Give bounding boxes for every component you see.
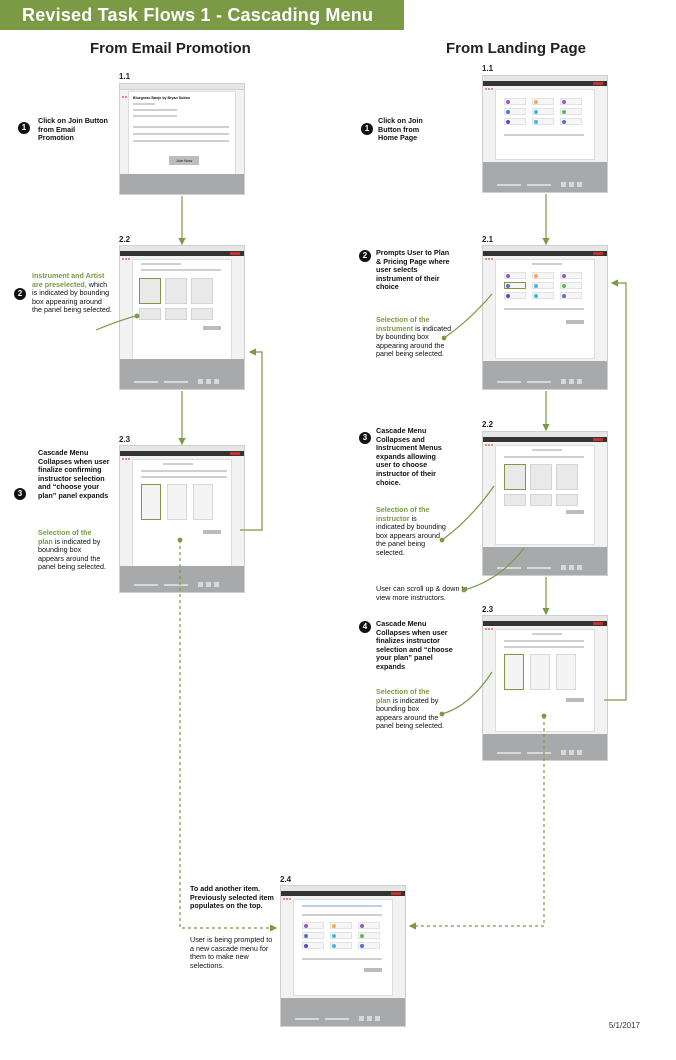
step-body-right-2: is indicated by bounding box appearing a… bbox=[376, 323, 452, 359]
step-number-left-1: 1 bbox=[18, 122, 30, 134]
title-banner: Revised Task Flows 1 - Cascading Menu bbox=[0, 0, 404, 30]
wireframe-plan-pricing bbox=[482, 245, 608, 390]
step-highlight-right-4: Selection of the plan bbox=[376, 687, 430, 705]
step-text-bottom: To add another item. Previously selected… bbox=[190, 884, 274, 911]
return-arrow-right bbox=[604, 279, 627, 701]
step-highlight-left-2: Instrument and Artist are preselected, bbox=[32, 271, 105, 289]
screen-label-left-2-3: 2.3 bbox=[119, 435, 131, 444]
screen-label-right-2-1: 2.1 bbox=[482, 235, 494, 244]
scroll-note-right-3: User can scroll up & down to view more i… bbox=[376, 584, 468, 602]
screen-label-right-1-1: 1.1 bbox=[482, 64, 494, 73]
wireframe-choose-plan-right bbox=[482, 615, 608, 761]
callout-dot-left-2 bbox=[134, 313, 140, 319]
step-text-right-3: Cascade Menu Collapses and Instrucment M… bbox=[376, 426, 442, 487]
screen-label-right-2-2: 2.2 bbox=[482, 420, 494, 429]
callout-dot-right-4 bbox=[439, 711, 445, 717]
callout-right-2 bbox=[443, 293, 493, 339]
step-number-right-2: 2 bbox=[359, 250, 371, 262]
screen-label-right-2-3: 2.3 bbox=[482, 605, 494, 614]
step-highlight-right-3: Selection of the instructor bbox=[376, 505, 430, 523]
callout-left-2 bbox=[95, 315, 137, 331]
step-note-right-2: Selection of the instrument is indicated… bbox=[376, 315, 460, 359]
step-number-right-3: 3 bbox=[359, 432, 371, 444]
document-date: 5/1/2017 bbox=[608, 1021, 640, 1030]
left-column-heading: From Email Promotion bbox=[90, 40, 251, 57]
callout-dot-right-scroll bbox=[461, 587, 467, 593]
callout-dot-right-dotted bbox=[541, 713, 547, 719]
step-body-left-3: is indicated by bounding box appears aro… bbox=[38, 536, 106, 572]
callout-dot-left-3 bbox=[177, 537, 183, 543]
dotted-path-left bbox=[179, 540, 278, 932]
step-number-left-3: 3 bbox=[14, 488, 26, 500]
step-text-right-2: Prompts User to Plan & Pricing Page wher… bbox=[376, 248, 450, 292]
wireframe-choose-plan-left bbox=[119, 445, 245, 593]
wireframe-instructor-select-left bbox=[119, 245, 245, 390]
step-text-right-4: Cascade Menu Collapses when user finaliz… bbox=[376, 619, 453, 671]
return-arrow-left bbox=[240, 348, 263, 531]
step-note-right-4: Selection of the plan is indicated by bo… bbox=[376, 687, 446, 731]
screen-label-bottom-2-4: 2.4 bbox=[280, 875, 292, 884]
step-note-left-3: Selection of the plan is indicated by bo… bbox=[38, 528, 108, 572]
step-body-left-2: which is indicated by bounding box appea… bbox=[32, 279, 112, 315]
email-headline: Bluegrass Banjo by Bryan Sutton bbox=[133, 96, 191, 100]
callout-dot-right-2 bbox=[441, 335, 447, 341]
step-number-right-1: 1 bbox=[361, 123, 373, 135]
step-body-right-3: is indicated by bounding box appears aro… bbox=[376, 513, 446, 557]
callout-right-scroll bbox=[463, 547, 525, 591]
step-text-left-1: Click on Join Button from Email Promotio… bbox=[38, 116, 108, 143]
callout-right-3 bbox=[441, 485, 495, 541]
callout-right-4 bbox=[441, 671, 493, 715]
wireframe-email-promotion: Bluegrass Banjo by Bryan Sutton Join Now bbox=[119, 83, 245, 195]
step-text-left-2: Instrument and Artist are preselected, w… bbox=[32, 271, 112, 315]
callout-dot-right-3 bbox=[439, 537, 445, 543]
step-note-right-3: Selection of the instructor is indicated… bbox=[376, 505, 446, 558]
step-number-left-2: 2 bbox=[14, 288, 26, 300]
step-text-left-3: Cascade Menu Collapses when user finaliz… bbox=[38, 448, 110, 500]
join-now-button[interactable]: Join Now bbox=[169, 156, 199, 165]
screen-label-left-2-2: 2.2 bbox=[119, 235, 131, 244]
step-body-right-4: is indicated by bounding box appears aro… bbox=[376, 695, 444, 731]
wireframe-home-page bbox=[482, 75, 608, 193]
dotted-path-right bbox=[408, 716, 545, 930]
step-number-right-4: 4 bbox=[359, 621, 371, 633]
wireframe-instructor-select-right bbox=[482, 431, 608, 576]
step-highlight-right-2: Selection of the instrument bbox=[376, 315, 430, 333]
screen-label-left-1-1: 1.1 bbox=[119, 72, 131, 81]
step-highlight-left-3: Selection of the plan bbox=[38, 528, 92, 546]
right-column-heading: From Landing Page bbox=[446, 40, 587, 57]
step-note-bottom: User is being prompted to a new cascade … bbox=[190, 935, 273, 970]
step-text-right-1: Click on Join Button from Home Page bbox=[378, 116, 423, 143]
wireframe-add-another-item bbox=[280, 885, 406, 1027]
page-title: Revised Task Flows 1 - Cascading Menu bbox=[22, 5, 374, 25]
